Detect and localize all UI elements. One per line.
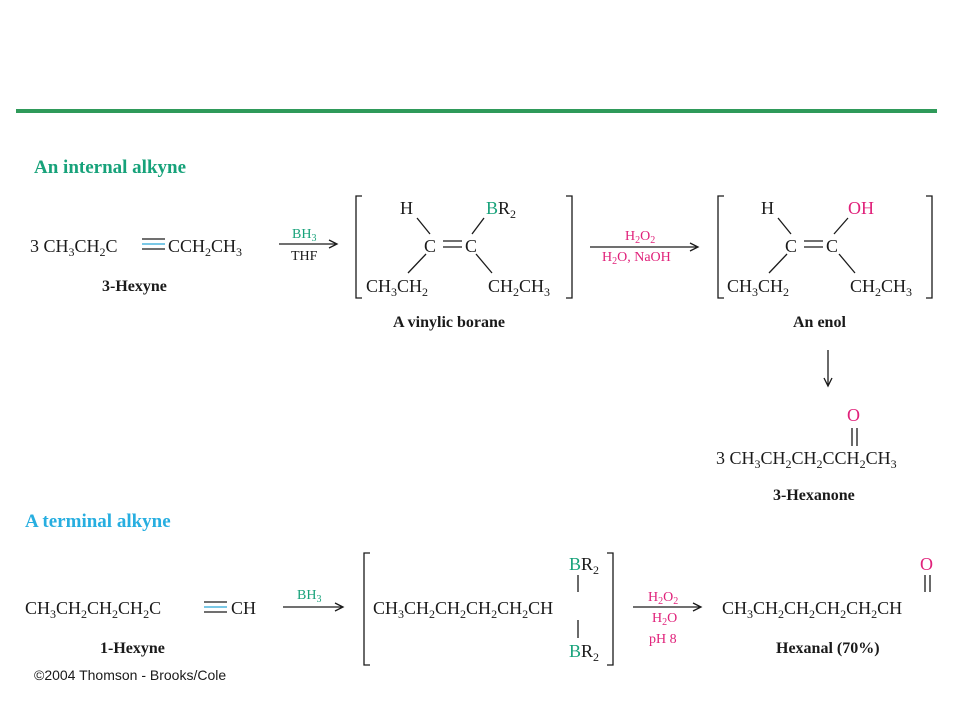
arrow-bh3-thf xyxy=(279,239,339,249)
intermediate-br2-top: BR2 xyxy=(569,554,600,577)
header-divider xyxy=(16,109,937,113)
reactant-1-hexyne-ch: CH xyxy=(231,598,257,618)
arrow-tautomerize xyxy=(823,350,833,388)
bracket-right-enol xyxy=(926,195,933,299)
arrow-h2o2-ph8 xyxy=(633,602,703,612)
label-hexanal: Hexanal (70%) xyxy=(776,640,880,657)
intermediate-chain: CH3CH2CH2CH2CH2CH xyxy=(373,598,554,621)
ketone-3-hexanone: 3 CH3CH2CH2CCH2CH3 xyxy=(716,448,897,471)
reagent-bh3-terminal: BH3 xyxy=(297,588,322,605)
enol-c1: C xyxy=(785,236,798,256)
arrow-bh3-terminal xyxy=(283,602,345,612)
borane-c2: C xyxy=(465,236,478,256)
enol-c2: C xyxy=(826,236,839,256)
heading-internal-alkyne: An internal alkyne xyxy=(34,157,187,178)
reagent-h2o2: H2O2 xyxy=(625,229,656,246)
bracket-right-borane xyxy=(566,195,573,299)
reagent-bh3: BH3 xyxy=(292,227,317,244)
borane-c1: C xyxy=(424,236,437,256)
bracket-left-terminal xyxy=(363,552,370,666)
enol-left-ethyl: CH3CH2 xyxy=(727,276,790,299)
enol-right-ethyl: CH2CH3 xyxy=(850,276,913,299)
triple-bond-1-hexyne xyxy=(204,601,227,613)
enol-oh: OH xyxy=(848,198,874,218)
label-vinylic-borane: A vinylic borane xyxy=(393,314,506,331)
triple-bond-3-hexyne xyxy=(142,238,165,250)
arrow-h2o2-naoh xyxy=(590,242,700,252)
reagent-h2o-naoh: H2O, NaOH xyxy=(602,250,671,267)
borane-br2: BR2 xyxy=(486,198,517,221)
enol-h: H xyxy=(761,198,774,218)
copyright-notice: ©2004 Thomson - Brooks/Cole xyxy=(34,667,227,683)
borane-right-ethyl: CH2CH3 xyxy=(488,276,551,299)
reagent-ph8: pH 8 xyxy=(649,632,677,647)
borane-h: H xyxy=(400,198,413,218)
product-hexanal: CH3CH2CH2CH2CH2CH xyxy=(722,598,903,621)
aldehyde-oxygen: O xyxy=(920,554,933,574)
reagent-h2o2-terminal: H2O2 xyxy=(648,590,679,607)
label-3-hexyne: 3-Hexyne xyxy=(102,278,167,295)
label-3-hexanone: 3-Hexanone xyxy=(773,487,855,504)
bracket-left-enol xyxy=(717,195,724,299)
reagent-thf: THF xyxy=(291,249,318,264)
label-1-hexyne: 1-Hexyne xyxy=(100,640,165,657)
borane-left-ethyl: CH3CH2 xyxy=(366,276,429,299)
heading-terminal-alkyne: A terminal alkyne xyxy=(25,511,171,532)
reactant-1-hexyne-left: CH3CH2CH2CH2C xyxy=(25,598,162,621)
reactant-3-hexyne-left: 3 CH3CH2C xyxy=(30,236,118,259)
reactant-3-hexyne-right: CCH2CH3 xyxy=(168,236,243,259)
intermediate-br2-bottom: BR2 xyxy=(569,641,600,664)
ketone-oxygen: O xyxy=(847,405,860,425)
bracket-left-borane xyxy=(355,195,362,299)
reagent-h2o-terminal: H2O xyxy=(652,611,678,628)
bracket-right-terminal xyxy=(607,552,614,666)
label-enol: An enol xyxy=(793,314,846,331)
